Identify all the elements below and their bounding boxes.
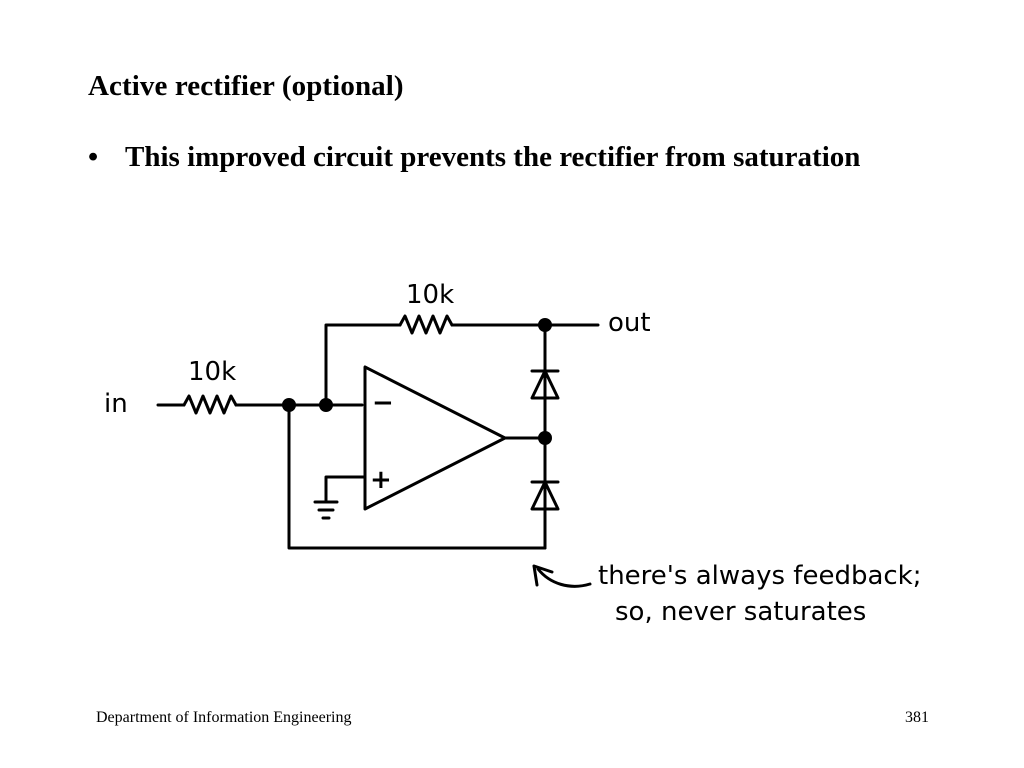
lower-diode	[530, 480, 560, 511]
upper-diode	[530, 369, 560, 400]
inverting-input-symbol: −	[372, 388, 394, 418]
opamp-triangle	[363, 365, 507, 511]
bullet-text: This improved circuit prevents the recti…	[125, 141, 861, 173]
feedback-wire-left	[324, 323, 402, 407]
lower-feedback-wire	[287, 403, 547, 550]
slide-title: Active rectifier (optional)	[88, 70, 404, 102]
bullet-item: • This improved circuit prevents the rec…	[88, 137, 888, 177]
input-label: in	[104, 389, 128, 419]
input-resistor-label: 10k	[188, 357, 236, 387]
ground-symbol	[313, 500, 339, 520]
annotation-line-1: there's always feedback;	[598, 561, 922, 591]
inverting-junction-dot	[319, 398, 333, 412]
amp-output-junction-dot	[538, 431, 552, 445]
footer-department: Department of Information Engineering	[96, 709, 352, 726]
ground-wire	[324, 475, 367, 502]
footer-page-number: 381	[905, 709, 929, 726]
output-label: out	[608, 308, 651, 338]
feedback-resistor-label: 10k	[406, 280, 454, 310]
bullet-marker: •	[88, 141, 99, 173]
output-junction-dot	[538, 318, 552, 332]
feedback-resistor	[398, 314, 454, 335]
input-junction-dot	[282, 398, 296, 412]
annotation-arrow	[532, 564, 592, 588]
noninverting-input-symbol: +	[370, 465, 392, 495]
annotation-line-2: so, never saturates	[615, 597, 866, 627]
input-resistor	[182, 394, 238, 415]
